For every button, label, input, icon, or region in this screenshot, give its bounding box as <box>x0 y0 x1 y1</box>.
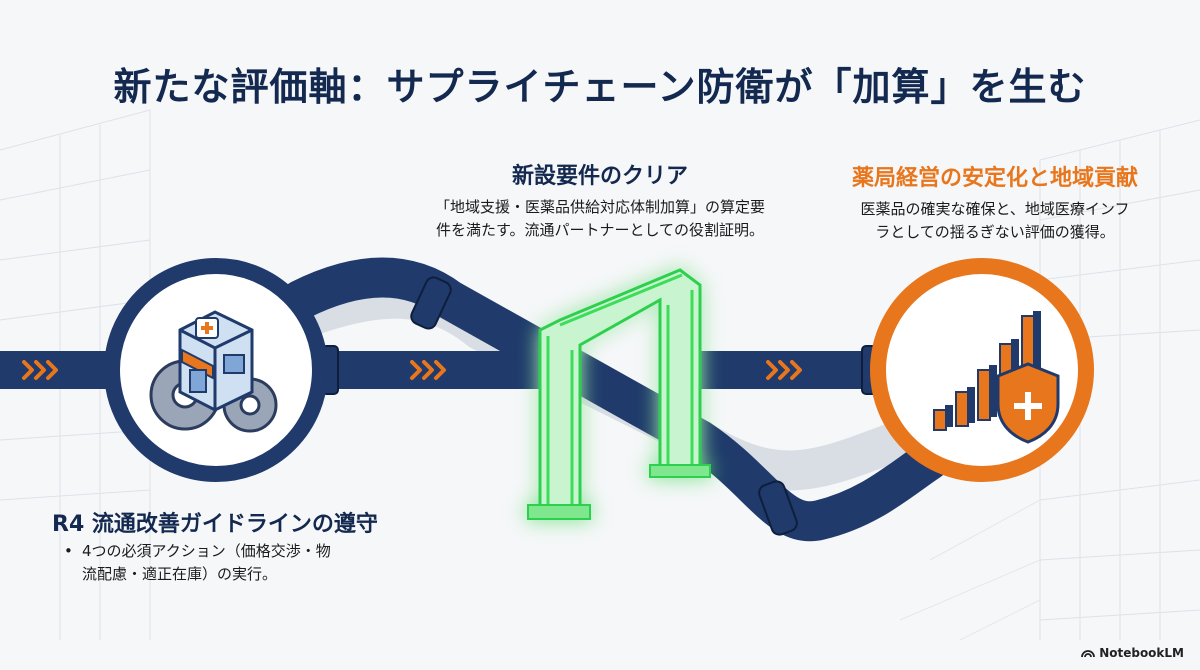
bullet-line: 流配慮・適正在庫）の実行。 <box>82 565 278 583</box>
gate-description-line: 「地域支援・医薬品供給対応体制加算」の算定要 <box>434 198 765 216</box>
guideline-bullet-list: 4つの必須アクション（価格交渉・物 流配慮・適正在庫）の実行。 <box>60 540 360 586</box>
notebooklm-icon <box>1081 650 1096 658</box>
pharmacy-building-with-gears-icon <box>149 310 278 433</box>
guideline-heading: R4 流通改善ガイドラインの遵守 <box>52 512 378 537</box>
outcome-heading: 薬局経営の安定化と地域貢献 <box>851 166 1138 191</box>
list-item: 4つの必須アクション（価格交渉・物 流配慮・適正在庫）の実行。 <box>60 540 360 586</box>
brand-logo: NotebookLM <box>1081 646 1184 660</box>
bullet-line: 4つの必須アクション（価格交渉・物 <box>82 542 331 560</box>
green-glowing-gate-icon <box>527 268 711 520</box>
rising-bar-chart-with-shield-icon <box>933 311 1060 444</box>
page-title: 新たな評価軸：サプライチェーン防衛が「加算」を生む <box>113 65 1087 109</box>
brand-name: NotebookLM <box>1099 646 1184 660</box>
outcome-description: 医薬品の確実な確保と、地域医療インフ ラとしての揺るぎない評価の獲得。 <box>835 198 1155 244</box>
outcome-description-line: 医薬品の確実な確保と、地域医療インフ <box>860 200 1130 218</box>
outcome-description-line: ラとしての揺るぎない評価の獲得。 <box>875 223 1115 241</box>
gate-description: 「地域支援・医薬品供給対応体制加算」の算定要 件を満たす。流通パートナーとしての… <box>405 196 795 242</box>
gate-heading: 新設要件のクリア <box>511 164 688 189</box>
gate-description-line: 件を満たす。流通パートナーとしての役割証明。 <box>435 221 765 239</box>
